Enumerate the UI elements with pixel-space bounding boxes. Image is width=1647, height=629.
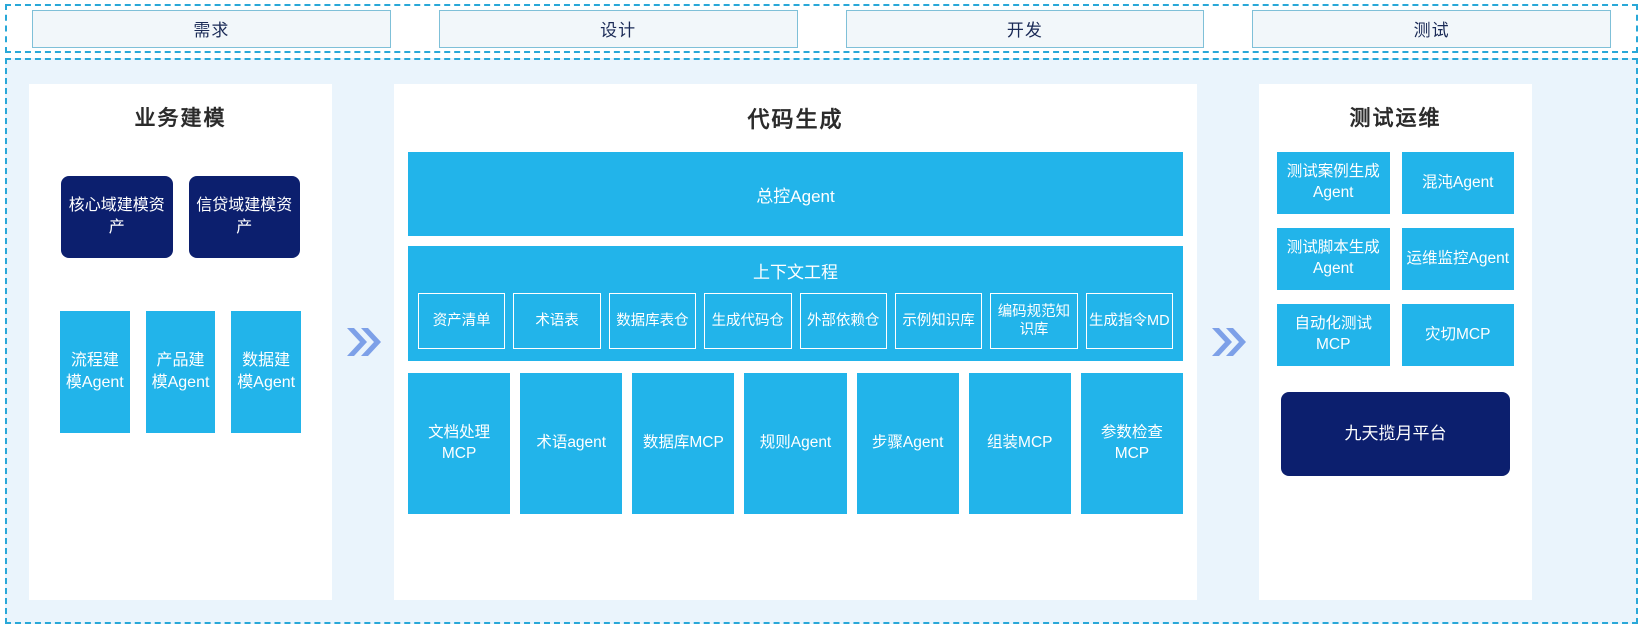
context-engineering-title: 上下文工程 bbox=[753, 263, 838, 282]
stage-label: 设计 bbox=[600, 21, 637, 40]
card-label: 九天揽月平台 bbox=[1344, 423, 1447, 443]
context-item-asset-inventory[interactable]: 资产清单 bbox=[418, 293, 506, 349]
testops-card-grid: 测试案例生成Agent 混沌Agent 测试脚本生成Agent 运维监控Agen… bbox=[1273, 152, 1518, 366]
architecture-diagram-region: 业务建模 核心域建模资产 信贷域建模资产 流程建模Agent 产品建模Agent… bbox=[5, 58, 1638, 624]
panel-title-code-generation: 代码生成 bbox=[747, 107, 844, 132]
card-label: 总控Agent bbox=[756, 186, 835, 206]
card-test-case-generation-agent[interactable]: 测试案例生成Agent bbox=[1277, 152, 1390, 214]
card-label: 数据库MCP bbox=[642, 434, 724, 452]
card-master-control-agent[interactable]: 总控Agent bbox=[408, 152, 1183, 236]
card-label: 核心域建模资产 bbox=[68, 197, 165, 236]
card-label: 规则Agent bbox=[759, 434, 832, 452]
context-item-generated-code-repo[interactable]: 生成代码仓 bbox=[704, 293, 792, 349]
card-test-script-generation-agent[interactable]: 测试脚本生成Agent bbox=[1277, 228, 1390, 290]
context-item-label: 生成代码仓 bbox=[711, 312, 785, 329]
card-label: 流程建模Agent bbox=[65, 352, 124, 391]
card-label: 运维监控Agent bbox=[1406, 249, 1510, 267]
stage-tab-design[interactable]: 设计 bbox=[438, 9, 798, 48]
codegen-tool-row: 文档处理MCP 术语agent 数据库MCP 规则Agent 步骤Agent 组… bbox=[408, 373, 1183, 514]
context-item-label: 数据库表仓 bbox=[616, 312, 689, 329]
stage-label: 开发 bbox=[1006, 21, 1043, 40]
card-database-mcp[interactable]: 数据库MCP bbox=[632, 373, 735, 514]
context-item-db-table-repo[interactable]: 数据库表仓 bbox=[608, 293, 697, 349]
context-item-glossary[interactable]: 术语表 bbox=[513, 293, 601, 349]
card-label: 组装MCP bbox=[987, 434, 1053, 452]
context-item-example-knowledge-base[interactable]: 示例知识库 bbox=[894, 293, 983, 349]
panel-test-operations: 测试运维 测试案例生成Agent 混沌Agent 测试脚本生成Agent 运维监… bbox=[1259, 84, 1532, 600]
stage-label: 需求 bbox=[193, 21, 230, 40]
card-ops-monitoring-agent[interactable]: 运维监控Agent bbox=[1401, 228, 1514, 290]
card-jiutian-lanyue-platform[interactable]: 九天揽月平台 bbox=[1281, 392, 1510, 476]
card-label: 文档处理MCP bbox=[428, 423, 491, 462]
context-item-label: 示例知识库 bbox=[902, 312, 975, 329]
stage-tab-development[interactable]: 开发 bbox=[845, 9, 1205, 48]
card-parameter-check-mcp[interactable]: 参数检查MCP bbox=[1080, 373, 1183, 514]
card-chaos-agent[interactable]: 混沌Agent bbox=[1401, 152, 1514, 214]
card-label: 数据建模Agent bbox=[237, 352, 296, 391]
context-item-label: 资产清单 bbox=[432, 312, 491, 329]
card-assembly-mcp[interactable]: 组装MCP bbox=[968, 373, 1071, 514]
card-credit-domain-asset[interactable]: 信贷域建模资产 bbox=[188, 176, 300, 258]
stage-strip: 需求 设计 开发 测试 bbox=[5, 4, 1638, 53]
context-item-label: 编码规范知识库 bbox=[997, 303, 1071, 338]
context-item-coding-standard-knowledge-base[interactable]: 编码规范知识库 bbox=[990, 293, 1078, 349]
card-core-domain-asset[interactable]: 核心域建模资产 bbox=[61, 176, 173, 258]
card-label: 产品建模Agent bbox=[151, 352, 210, 391]
modeling-agent-row: 流程建模Agent 产品建模Agent 数据建模Agent bbox=[43, 311, 318, 433]
card-step-agent[interactable]: 步骤Agent bbox=[856, 373, 959, 514]
context-engineering-items: 资产清单 术语表 数据库表仓 生成代码仓 外部依赖仓 示例知识库 bbox=[418, 293, 1173, 349]
stage-tab-requirements[interactable]: 需求 bbox=[32, 9, 391, 48]
panel-code-generation: 代码生成 总控Agent 上下文工程 资产清单 术语表 数据库表仓 生成代码仓 bbox=[394, 84, 1197, 600]
context-item-label: 外部依赖仓 bbox=[806, 312, 880, 329]
stage-label: 测试 bbox=[1413, 21, 1450, 40]
panel-business-modeling: 业务建模 核心域建模资产 信贷域建模资产 流程建模Agent 产品建模Agent… bbox=[29, 84, 332, 600]
context-item-label: 术语表 bbox=[535, 312, 579, 329]
modeling-asset-row: 核心域建模资产 信贷域建模资产 bbox=[43, 176, 318, 258]
panel-title-business-modeling: 业务建模 bbox=[134, 107, 227, 130]
card-product-modeling-agent[interactable]: 产品建模Agent bbox=[145, 311, 216, 433]
card-rule-agent[interactable]: 规则Agent bbox=[744, 373, 847, 514]
card-disaster-switch-mcp[interactable]: 灾切MCP bbox=[1401, 304, 1514, 366]
panel-title-test-operations: 测试运维 bbox=[1349, 107, 1442, 130]
card-label: 测试脚本生成Agent bbox=[1286, 239, 1380, 277]
card-label: 自动化测试MCP bbox=[1294, 315, 1372, 353]
context-engineering-block: 上下文工程 资产清单 术语表 数据库表仓 生成代码仓 外部依赖仓 示 bbox=[408, 246, 1183, 361]
card-glossary-agent[interactable]: 术语agent bbox=[520, 373, 623, 514]
card-label: 混沌Agent bbox=[1421, 173, 1494, 191]
context-item-label: 生成指令MD bbox=[1089, 312, 1170, 329]
card-data-modeling-agent[interactable]: 数据建模Agent bbox=[231, 311, 302, 433]
card-document-processing-mcp[interactable]: 文档处理MCP bbox=[408, 373, 511, 514]
card-label: 信贷域建模资产 bbox=[196, 197, 293, 236]
card-label: 测试案例生成Agent bbox=[1286, 163, 1380, 201]
card-label: 灾切MCP bbox=[1425, 325, 1491, 343]
card-label: 术语agent bbox=[536, 434, 607, 452]
double-chevron-right-icon-left bbox=[332, 84, 394, 600]
card-automated-test-mcp[interactable]: 自动化测试MCP bbox=[1277, 304, 1390, 366]
stage-tab-testing[interactable]: 测试 bbox=[1252, 9, 1611, 48]
double-chevron-right-icon-right bbox=[1197, 84, 1259, 600]
card-label: 步骤Agent bbox=[871, 434, 944, 452]
card-process-modeling-agent[interactable]: 流程建模Agent bbox=[60, 311, 130, 433]
context-item-generation-instruction-md[interactable]: 生成指令MD bbox=[1085, 293, 1173, 349]
card-label: 参数检查MCP bbox=[1100, 423, 1163, 462]
context-item-external-dependency-repo[interactable]: 外部依赖仓 bbox=[799, 293, 887, 349]
